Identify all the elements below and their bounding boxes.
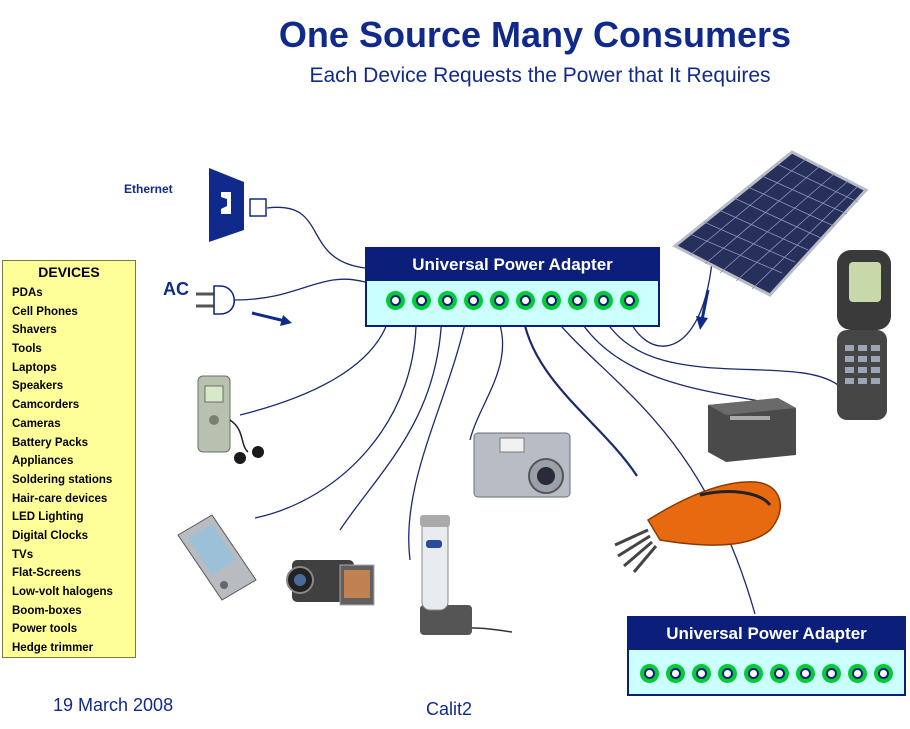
power-port — [542, 291, 561, 310]
power-port — [386, 291, 405, 310]
universal-power-adapter-secondary: Universal Power Adapter — [627, 616, 906, 696]
power-port — [516, 291, 535, 310]
list-item: Low-volt halogens — [12, 586, 113, 598]
power-port — [770, 664, 789, 683]
solar-arrow — [696, 289, 710, 330]
list-item: Appliances — [12, 455, 74, 468]
ac-cable — [234, 278, 366, 301]
shaver-icon — [420, 515, 513, 635]
list-item: Boom-boxes — [12, 604, 82, 617]
power-port — [438, 291, 457, 310]
ethernet-socket-icon — [209, 168, 267, 242]
cable-adapter2 — [547, 309, 756, 615]
power-port — [718, 664, 737, 683]
cable-camcorder — [339, 309, 443, 531]
page-title: One Source Many Consumers — [278, 14, 792, 55]
power-port — [620, 291, 639, 310]
devices-heading: DEVICES — [38, 264, 100, 280]
cell-phone-icon — [837, 250, 891, 420]
list-item: TVs — [12, 548, 34, 561]
adapter-main-ports — [367, 291, 658, 310]
list-item: Hedge trimmer — [12, 642, 94, 655]
list-item: Tools — [12, 343, 42, 356]
power-port — [568, 291, 587, 310]
list-item: Power tools — [12, 623, 78, 636]
list-item: Camcorders — [12, 399, 80, 412]
digital-camera-icon — [473, 432, 571, 498]
list-item: Cameras — [12, 417, 61, 430]
power-port — [874, 664, 893, 683]
list-item: PDAs — [12, 287, 43, 299]
ac-label: AC — [163, 279, 189, 299]
battery-pack-icon — [708, 398, 796, 462]
footer-date: 19 March 2008 — [53, 695, 174, 715]
cable-pda — [254, 309, 417, 519]
adapter-secondary-ports — [629, 664, 904, 683]
power-port — [412, 291, 431, 310]
pda-icon — [177, 514, 257, 601]
page-subtitle: Each Device Requests the Power that It R… — [309, 64, 771, 87]
power-port — [666, 664, 685, 683]
list-item: Digital Clocks — [12, 529, 89, 542]
footer-org: Calit2 — [426, 699, 473, 719]
list-item: Flat-Screens — [12, 567, 82, 580]
list-item: Shavers — [12, 324, 57, 337]
list-item: LED Lighting — [12, 511, 84, 524]
ac-arrow — [251, 311, 292, 326]
power-port — [464, 291, 483, 310]
power-port — [692, 664, 711, 683]
hedge-trimmer-icon — [614, 481, 781, 573]
devices-list: PDAs Cell Phones Shavers Tools Laptops S… — [3, 284, 135, 658]
list-item: Cell Phones — [12, 305, 78, 318]
power-port — [640, 664, 659, 683]
cable-battery — [573, 309, 766, 403]
camcorder-icon — [286, 560, 375, 606]
power-port — [848, 664, 867, 683]
power-port — [744, 664, 763, 683]
universal-power-adapter-main: Universal Power Adapter — [365, 247, 660, 327]
power-port — [796, 664, 815, 683]
power-port — [822, 664, 841, 683]
devices-panel: DEVICES PDAs Cell Phones Shavers Tools L… — [2, 260, 136, 658]
cable-recorder — [239, 309, 392, 416]
cable-trimmer — [520, 309, 638, 477]
list-item: Soldering stations — [12, 473, 113, 486]
ethernet-cable — [266, 206, 366, 269]
list-item: Speakers — [12, 380, 64, 393]
list-item: Battery Packs — [12, 436, 89, 449]
power-port — [594, 291, 613, 310]
cable-phone — [599, 309, 839, 386]
voice-recorder-icon — [197, 375, 264, 464]
cable-shaver — [408, 309, 469, 561]
solar-panel-icon — [672, 150, 869, 297]
list-item: Laptops — [12, 361, 57, 374]
cable-camera — [469, 309, 504, 441]
power-port — [490, 291, 509, 310]
list-item: Hair-care devices — [12, 492, 108, 505]
adapter-secondary-label: Universal Power Adapter — [629, 618, 904, 650]
ethernet-label: Ethernet — [124, 182, 173, 196]
ac-plug-icon — [196, 285, 235, 315]
adapter-main-label: Universal Power Adapter — [367, 249, 658, 281]
